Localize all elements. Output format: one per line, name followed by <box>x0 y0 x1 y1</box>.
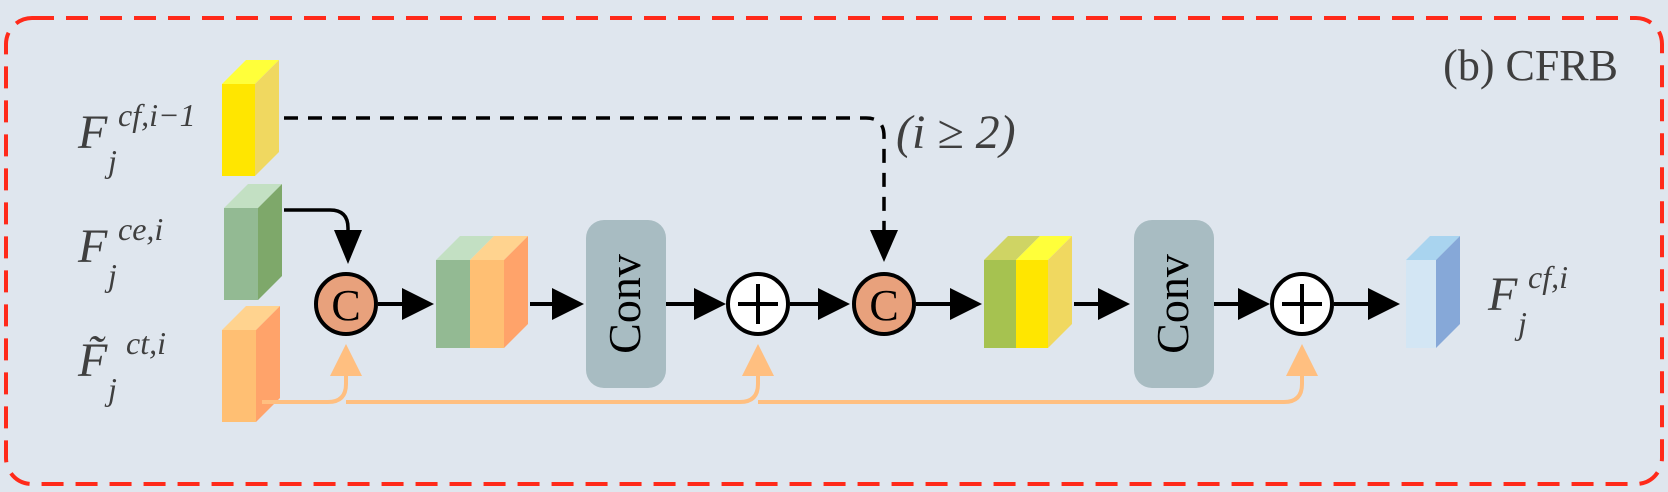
label-f-ct: F̃ ct,i j <box>77 325 166 407</box>
condition-label: (i ≥ 2) <box>896 106 1016 159</box>
concat-node-1: C <box>314 272 378 336</box>
svg-text:cf,i: cf,i <box>1528 259 1568 295</box>
svg-text:cf,i−1: cf,i−1 <box>118 97 196 133</box>
cube-f-ce <box>224 184 282 300</box>
panel-border <box>4 16 1664 486</box>
svg-text:F: F <box>77 106 108 159</box>
label-output: F cf,i j <box>1487 259 1568 341</box>
add-node-2 <box>1270 272 1334 336</box>
add-node-1 <box>726 272 790 336</box>
svg-text:C: C <box>331 281 360 330</box>
svg-text:Conv: Conv <box>599 254 650 354</box>
cube-concat-ce-ct <box>436 236 528 348</box>
cube-output <box>1406 236 1460 348</box>
arrowhead-1 <box>402 288 434 320</box>
arrowhead-5 <box>950 288 982 320</box>
svg-text:j: j <box>104 257 117 293</box>
concat-node-2: C <box>852 272 916 336</box>
svg-text:ct,i: ct,i <box>126 325 166 361</box>
arrowhead-7 <box>1238 288 1270 320</box>
arrowhead-3 <box>694 288 726 320</box>
svg-text:C: C <box>869 281 898 330</box>
svg-text:F̃: F̃ <box>77 334 108 387</box>
dashed-arrowhead <box>870 230 898 262</box>
fce-arrow-path <box>284 208 350 240</box>
svg-text:ce,i: ce,i <box>118 211 163 247</box>
cube-f-ct <box>222 306 280 422</box>
svg-text:Conv: Conv <box>1147 254 1198 354</box>
fce-arrowhead <box>334 230 362 264</box>
svg-text:j: j <box>104 143 117 179</box>
cube-concat-ce-cf <box>984 236 1072 348</box>
orange-arrowhead-2 <box>742 344 774 376</box>
orange-skip-line <box>262 372 1304 404</box>
label-f-ce: F ce,i j <box>77 211 163 293</box>
svg-text:F: F <box>77 220 108 273</box>
conv-block-1: Conv <box>586 220 666 388</box>
label-f-cf-prev: F cf,i−1 j <box>77 97 196 179</box>
dashed-skip-path <box>284 116 886 240</box>
arrowhead-4 <box>818 288 850 320</box>
orange-arrowhead-3 <box>1286 344 1318 376</box>
arrowhead-6 <box>1098 288 1130 320</box>
orange-arrowhead-1 <box>330 344 362 376</box>
svg-text:j: j <box>104 371 117 407</box>
arrowhead-2 <box>552 288 584 320</box>
conv-block-2: Conv <box>1134 220 1214 388</box>
panel-title: (b) CFRB <box>1443 41 1618 90</box>
arrowhead-8 <box>1368 288 1400 320</box>
svg-text:F: F <box>1487 268 1518 321</box>
cube-f-cf-prev <box>222 60 279 176</box>
svg-text:j: j <box>1514 305 1527 341</box>
